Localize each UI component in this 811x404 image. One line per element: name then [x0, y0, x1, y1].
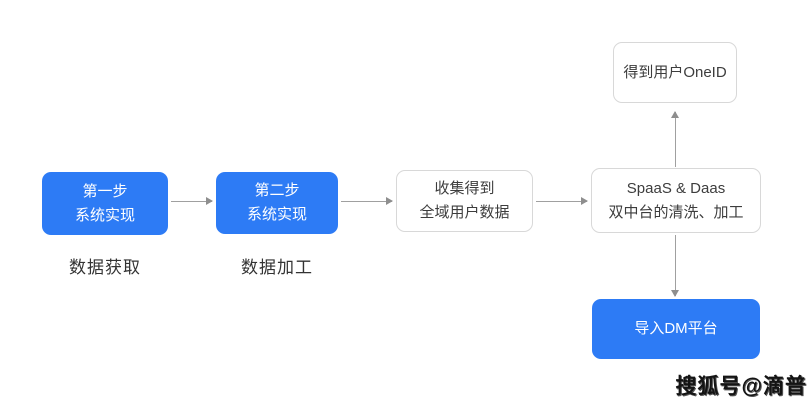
node-collect-line1: 收集得到 [434, 180, 495, 197]
node-step1-line1: 第一步 [82, 182, 128, 200]
sohu-watermark: 搜狐号@滴普 [675, 375, 807, 398]
node-spaas-daas: SpaaS & Daas 双中台的清洗、加工 [591, 168, 761, 233]
node-dm-platform: 导入DM平台 [592, 299, 760, 359]
arrowhead-right-icon [581, 197, 588, 205]
arrow-spaas-to-dm-icon [671, 235, 679, 297]
arrow-collect-to-spaas-icon [536, 197, 588, 205]
arrow-step2-to-collect-icon [341, 197, 393, 205]
node-spaas-line1: SpaaS & Daas [626, 179, 726, 197]
node-collect-line2: 全域用户数据 [419, 204, 510, 221]
arrowhead-right-icon [206, 197, 213, 205]
arrowhead-right-icon [386, 197, 393, 205]
arrowhead-down-icon [671, 290, 679, 297]
arrowhead-up-icon [671, 111, 679, 118]
node-step2: 第二步 系统实现 [216, 172, 338, 234]
node-oneid: 得到用户OneID [613, 42, 737, 103]
arrow-step1-to-step2-icon [171, 197, 213, 205]
caption-data-processing: 数据加工 [241, 258, 313, 277]
node-dm-label: 导入DM平台 [634, 320, 718, 337]
caption-data-acquisition: 数据获取 [69, 258, 141, 277]
arrow-spaas-to-oneid-icon [671, 111, 679, 167]
node-oneid-label: 得到用户OneID [623, 63, 727, 81]
node-spaas-line2: 双中台的清洗、加工 [608, 203, 744, 221]
node-step1-line2: 系统实现 [74, 206, 135, 224]
node-step2-line1: 第二步 [254, 182, 300, 199]
node-collect-data: 收集得到 全域用户数据 [396, 170, 533, 232]
node-step1: 第一步 系统实现 [42, 172, 168, 235]
node-step2-line2: 系统实现 [246, 206, 307, 223]
